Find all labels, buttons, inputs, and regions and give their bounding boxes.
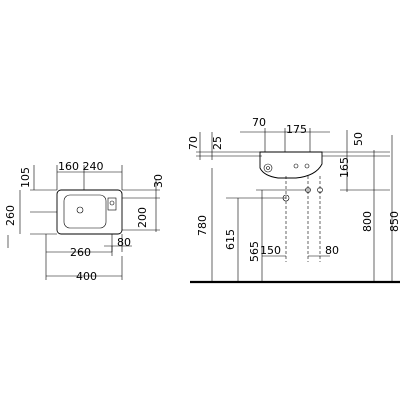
dim-30: 30: [152, 174, 165, 188]
dim-70-top: 70: [252, 116, 266, 129]
tap-hole-circle: [109, 200, 115, 206]
dim-105: 105: [19, 167, 32, 188]
dim-260-width: 260: [70, 246, 91, 259]
dim-615: 615: [224, 229, 237, 250]
drain-plan: [76, 206, 84, 214]
dim-80-plan: 80: [117, 236, 131, 249]
elevation-view: 70 175 70 25 50 165 780 615 565 800 850: [187, 116, 400, 284]
dim-70-left: 70: [187, 136, 200, 150]
basin-elevation: [259, 151, 323, 179]
dim-780: 780: [196, 215, 209, 236]
dim-80-elev: 80: [325, 244, 339, 257]
dim-260-depth: 260: [4, 205, 17, 226]
dim-25: 25: [211, 136, 224, 150]
plan-view: 160 240 105 260 30 200 80 260 400: [4, 160, 165, 283]
dim-400: 400: [76, 270, 97, 283]
tap-elev-1: [293, 163, 299, 169]
dim-165: 165: [338, 157, 351, 178]
dim-160-240: 160 240: [58, 160, 104, 173]
dim-850: 850: [388, 211, 400, 232]
dim-175: 175: [286, 123, 307, 136]
basin-drain-elev: [263, 163, 273, 173]
dim-800: 800: [361, 211, 374, 232]
dim-150: 150: [260, 244, 281, 257]
dim-50: 50: [352, 132, 365, 146]
dim-200: 200: [136, 207, 149, 228]
dim-565: 565: [248, 241, 261, 262]
tap-elev-2: [304, 163, 310, 169]
tap-hole-plan: [107, 197, 117, 211]
basin-bowl-plan: [63, 194, 107, 229]
